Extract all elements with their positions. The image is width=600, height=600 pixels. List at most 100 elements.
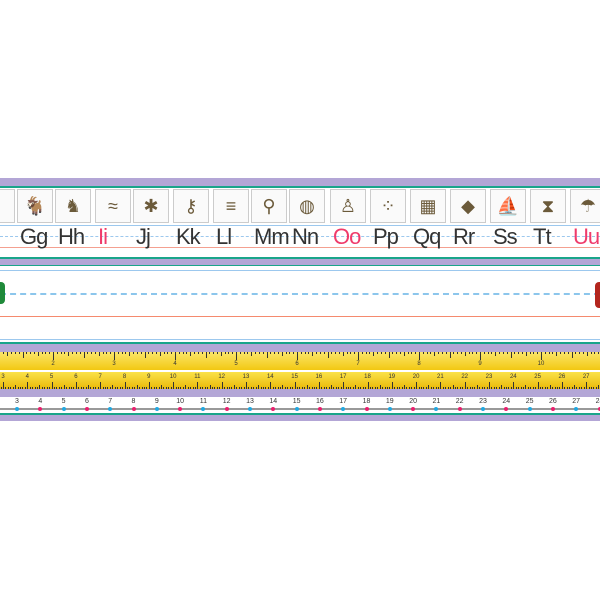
inch-tick	[3, 352, 5, 354]
letter-Jj: Jj	[136, 224, 151, 249]
cm-tick	[532, 387, 534, 389]
cm-tick	[503, 387, 505, 389]
inch-label: 5	[234, 361, 238, 367]
cm-label: 9	[147, 374, 151, 380]
cm-tick	[454, 387, 456, 389]
picture-row: ·🐐♞≈✱⚷≡⚲◍♙⁘▦◆⛵⧗☂	[0, 187, 600, 223]
cm-tick	[97, 387, 99, 389]
cm-tick	[491, 387, 493, 389]
cm-tick	[102, 387, 104, 389]
inch-label: 4	[173, 361, 177, 367]
cm-tick	[136, 385, 138, 389]
cm-tick	[403, 385, 405, 389]
cm-tick	[299, 387, 301, 389]
cm-tick	[591, 387, 593, 389]
cm-tick	[78, 387, 80, 389]
letter-Qq: Qq	[413, 224, 441, 249]
cm-tick	[199, 387, 201, 389]
cm-tick	[131, 387, 133, 389]
cm-tick	[71, 387, 73, 389]
inch-label: 10	[537, 361, 545, 367]
cm-tick	[571, 387, 573, 389]
inch-tick	[308, 352, 310, 354]
inch-label: 9	[478, 361, 482, 367]
number-label: 3	[15, 398, 19, 405]
divider-band	[0, 259, 600, 265]
cm-tick	[160, 385, 162, 389]
inch-tick	[304, 352, 306, 354]
cm-tick	[362, 387, 364, 389]
cm-tick	[20, 387, 21, 389]
cm-tick	[32, 387, 34, 389]
cm-tick	[357, 387, 359, 389]
cm-tick	[566, 387, 568, 389]
cm-tick	[433, 387, 435, 389]
letter-Hh: Hh	[58, 224, 85, 249]
inch-tick	[83, 352, 85, 358]
inch-label: 7	[356, 361, 360, 367]
number-label: 11	[199, 398, 208, 405]
writing-top-line	[0, 270, 600, 271]
cm-tick	[139, 387, 141, 389]
cm-tick	[515, 387, 517, 389]
inch-tick	[338, 352, 340, 354]
inch-tick	[460, 352, 462, 354]
cm-tick	[340, 387, 342, 389]
cm-tick	[506, 387, 507, 389]
inch-tick	[22, 352, 24, 358]
inch-tick	[506, 352, 508, 354]
guide-top	[0, 225, 600, 226]
cm-tick	[306, 385, 308, 389]
inch-tick	[327, 352, 329, 358]
cm-tick	[493, 387, 495, 389]
cm-label: 27	[582, 374, 590, 380]
number-dot	[527, 407, 532, 411]
cm-tick	[49, 387, 51, 389]
inch-tick	[468, 352, 470, 354]
inch-tick	[45, 352, 47, 354]
inch-tick	[445, 352, 447, 354]
inch-tick	[415, 352, 417, 354]
cm-tick	[114, 387, 116, 389]
cm-tick	[391, 382, 393, 389]
cm-tick	[527, 387, 529, 389]
cm-label: 10	[169, 374, 177, 380]
inch-tick	[575, 352, 577, 354]
number-label: 19	[385, 398, 394, 405]
number-dot	[364, 407, 369, 411]
number-dot	[15, 407, 19, 411]
number-dot	[108, 407, 113, 411]
cm-tick	[112, 385, 114, 389]
inch-tick	[369, 352, 371, 354]
inch-tick	[495, 352, 497, 356]
cm-tick	[430, 387, 432, 389]
ruler-band-bottom	[0, 389, 600, 397]
inch-tick	[434, 352, 436, 356]
bottom-border	[0, 415, 600, 421]
cm-tick	[238, 387, 240, 389]
number-dot	[248, 407, 252, 411]
cm-tick	[498, 387, 500, 389]
cm-tick	[481, 387, 483, 389]
cm-label: 3	[1, 374, 5, 380]
inch-tick	[407, 352, 409, 354]
inch-tick	[178, 352, 180, 354]
name-writing-area[interactable]	[0, 266, 600, 343]
cm-tick	[282, 385, 284, 389]
inch-tick	[582, 352, 584, 354]
inch-tick	[205, 352, 207, 358]
cm-tick	[496, 387, 498, 389]
cm-tick	[338, 387, 340, 389]
number-label: 26	[548, 398, 557, 405]
cm-tick	[146, 387, 148, 389]
inch-tick	[285, 352, 287, 354]
inch-tick	[480, 352, 481, 360]
cm-tick	[228, 387, 230, 389]
inch-tick	[396, 352, 398, 354]
cm-tick	[416, 382, 418, 389]
inch-tick	[129, 352, 131, 356]
inch-tick	[266, 352, 268, 358]
cm-tick	[34, 387, 36, 389]
cm-tick	[530, 387, 532, 389]
